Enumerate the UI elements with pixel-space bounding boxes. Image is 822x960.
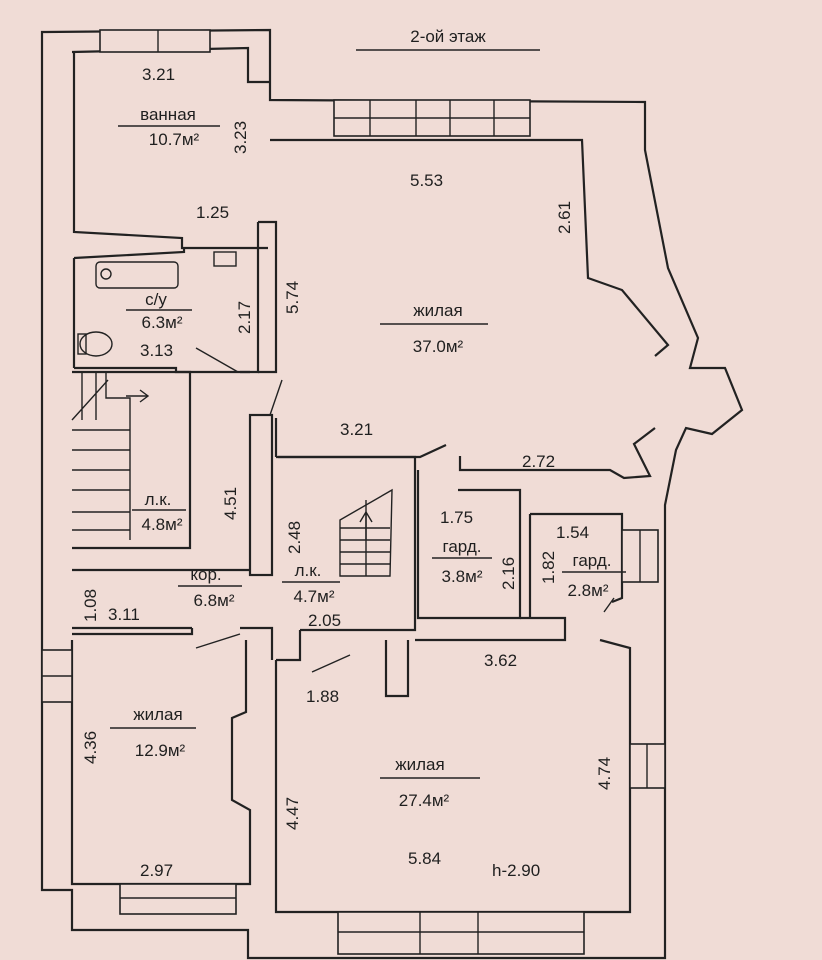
room-area: 4.7м² [294, 587, 335, 606]
room-name: л.к. [145, 490, 172, 509]
dimension-label: 1.54 [556, 523, 589, 542]
room-area: 27.4м² [399, 791, 450, 810]
dimension-label: 3.13 [140, 341, 173, 360]
plan-title: 2-ой этаж [410, 27, 486, 46]
dimension-label: 5.84 [408, 849, 441, 868]
room-label-corridor: кор. 6.8м² [178, 565, 242, 610]
room-name: жилая [395, 755, 444, 774]
dimension-label: 2.17 [235, 301, 254, 334]
dimension-label: 1.82 [539, 551, 558, 584]
room-name: с/у [145, 290, 167, 309]
dimension-label: 2.97 [140, 861, 173, 880]
dimension-label: 4.47 [283, 797, 302, 830]
dimension-label: 2.72 [522, 452, 555, 471]
room-label-living-left: жилая 12.9м² [110, 705, 196, 760]
dimension-labels: 3.21 3.23 1.25 5.53 2.61 5.74 2.17 3.13 … [81, 65, 614, 880]
windows [41, 29, 666, 955]
room-label-wc: с/у 6.3м² [126, 290, 192, 332]
dimension-label: 2.61 [555, 201, 574, 234]
room-label-closet-1: гард. 3.8м² [432, 537, 492, 586]
room-label-living-right: жилая 27.4м² [380, 755, 480, 810]
room-name: жилая [413, 301, 462, 320]
room-area: 12.9м² [135, 741, 186, 760]
room-label-bath: ванная 10.7м² [118, 105, 220, 149]
room-area: 6.8м² [194, 591, 235, 610]
dimension-label: 1.88 [306, 687, 339, 706]
room-name: л.к. [295, 561, 322, 580]
dimension-label: 3.11 [108, 605, 140, 624]
dimension-label: 4.74 [595, 757, 614, 790]
dimension-label: 4.36 [81, 731, 100, 764]
dimension-label: 1.08 [81, 589, 100, 622]
dimension-label: 3.23 [231, 121, 250, 154]
dimension-label: 5.74 [283, 281, 302, 314]
dimension-label: 2.48 [285, 521, 304, 554]
room-name: кор. [190, 565, 221, 584]
room-label-stair-center: л.к. 4.7м² [282, 561, 340, 606]
dimension-label: 4.51 [221, 487, 240, 520]
room-label-living-main: жилая 37.0м² [380, 301, 488, 356]
room-area: 2.8м² [568, 581, 609, 600]
room-name: жилая [133, 705, 182, 724]
dimension-label: 3.21 [340, 420, 373, 439]
dimension-label: 1.75 [440, 508, 473, 527]
room-name: ванная [140, 105, 196, 124]
room-area: 6.3м² [142, 313, 183, 332]
dimension-label: 2.05 [308, 611, 341, 630]
room-area: 37.0м² [413, 337, 464, 356]
dimension-label: 3.21 [142, 65, 175, 84]
room-name: гард. [443, 537, 482, 556]
room-area: 4.8м² [142, 515, 183, 534]
room-name: гард. [573, 551, 612, 570]
dimension-label: 5.53 [410, 171, 443, 190]
room-label-stair-left: л.к. 4.8м² [132, 490, 186, 534]
room-label-closet-2: гард. 2.8м² [562, 551, 626, 600]
room-area: 10.7м² [149, 130, 200, 149]
dimension-label: 2.16 [499, 557, 518, 590]
room-area: 3.8м² [442, 567, 483, 586]
dimension-label: 1.25 [196, 203, 229, 222]
inner-walls [70, 138, 670, 914]
dimension-label: 3.62 [484, 651, 517, 670]
ceiling-height-label: h-2.90 [492, 861, 540, 880]
